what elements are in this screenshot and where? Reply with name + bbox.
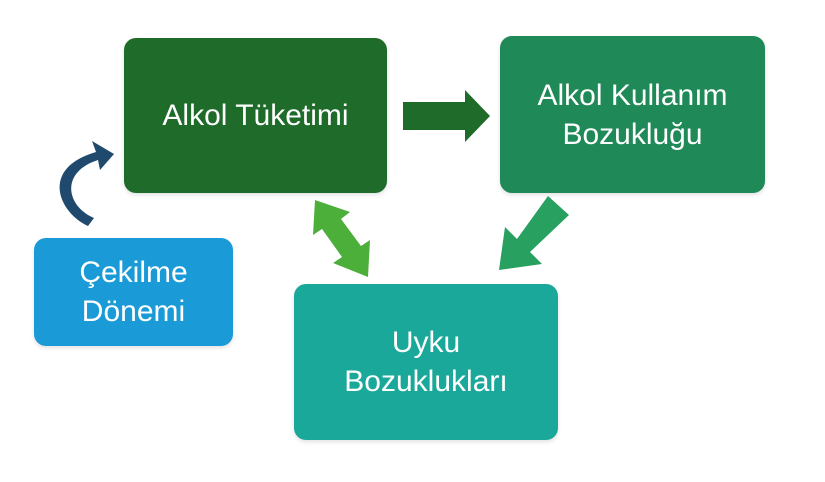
- node-cekilme-donemi: Çekilme Dönemi: [34, 238, 233, 346]
- node-alkol-tuketimi: Alkol Tüketimi: [124, 38, 387, 193]
- node-label-line-1: Alkol Kullanım: [537, 78, 728, 112]
- node-uyku-bozukluklari: Uyku Bozuklukları: [294, 284, 558, 440]
- node-label-line-2: Bozuklukları: [344, 365, 508, 398]
- node-label: Alkol Tüketimi: [162, 99, 349, 132]
- arrow-bozukluk-to-uyku: [499, 196, 569, 270]
- node-label-line-2: Dönemi: [81, 295, 186, 328]
- node-alkol-kullanim-bozuklugu: Alkol Kullanım Bozukluğu: [500, 36, 765, 193]
- node-label-line-1: Uyku: [391, 326, 461, 359]
- arrow-cekilme-to-tuketim: [59, 141, 114, 226]
- arrow-tuketim-uyku-bidirectional: [313, 200, 370, 277]
- node-label-line-2: Bozukluğu: [562, 117, 703, 151]
- node-label-line-1: Çekilme: [79, 256, 188, 289]
- arrow-tuketim-to-bozukluk: [403, 90, 490, 142]
